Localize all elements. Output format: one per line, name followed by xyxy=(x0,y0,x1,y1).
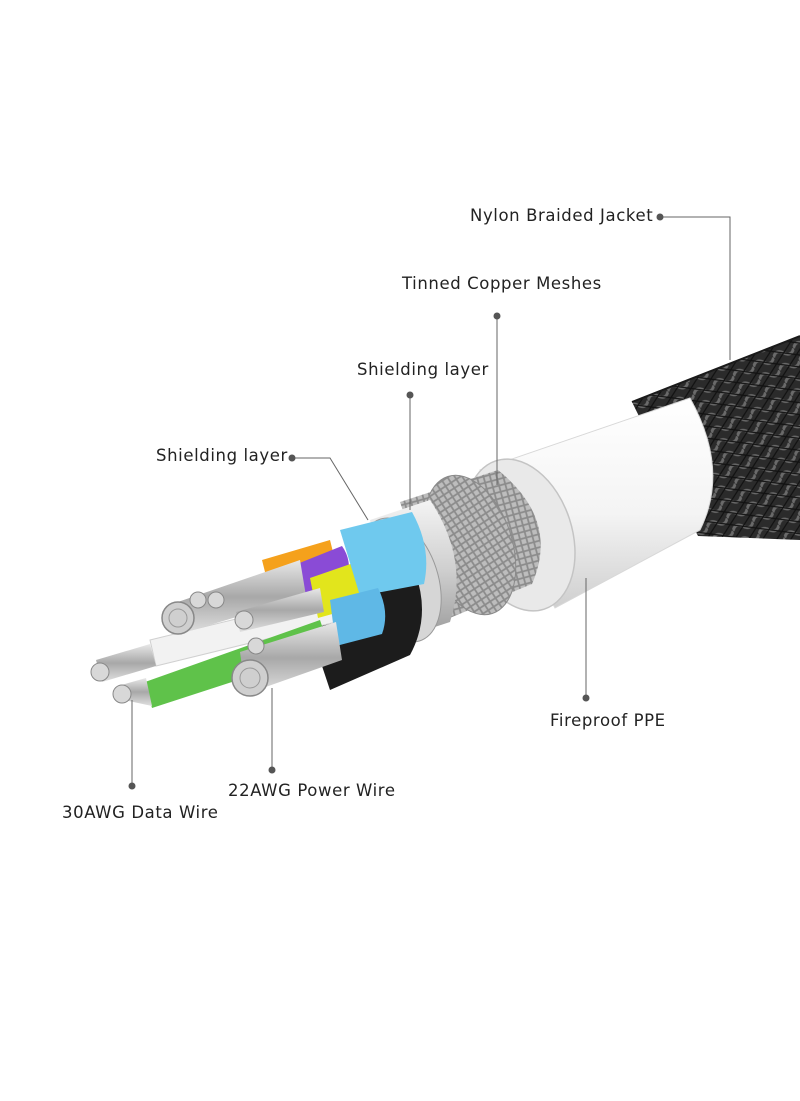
nylon-braided-jacket xyxy=(631,335,800,540)
dot-data xyxy=(128,782,136,790)
dot-jacket xyxy=(656,213,664,221)
leader-dots xyxy=(128,213,664,790)
dot-power xyxy=(268,766,276,774)
label-shielding-layer-outer: Shielding layer xyxy=(357,360,489,379)
label-data-wire: 30AWG Data Wire xyxy=(62,803,219,822)
strands-white-wire xyxy=(90,644,156,682)
dot-shield-inner xyxy=(288,454,296,462)
strands-green-wire xyxy=(112,678,152,706)
label-power-wire: 22AWG Power Wire xyxy=(228,781,396,800)
dot-shield-outer xyxy=(406,391,414,399)
dot-copper xyxy=(493,312,501,320)
leader-jacket xyxy=(660,216,731,360)
label-nylon-braided-jacket: Nylon Braided Jacket xyxy=(470,206,654,225)
label-shielding-layer-inner: Shielding layer xyxy=(156,446,288,465)
leader-shield-inner xyxy=(292,457,369,521)
label-tinned-copper-meshes: Tinned Copper Meshes xyxy=(402,274,602,293)
wire-blue-upper xyxy=(340,512,427,596)
strands-power-wire xyxy=(231,622,342,697)
label-fireproof-ppe: Fireproof PPE xyxy=(550,711,666,730)
wire-blue-lower xyxy=(330,588,386,646)
leader-lines xyxy=(131,216,731,786)
dot-ppe xyxy=(582,694,590,702)
strands-upper xyxy=(161,560,324,635)
